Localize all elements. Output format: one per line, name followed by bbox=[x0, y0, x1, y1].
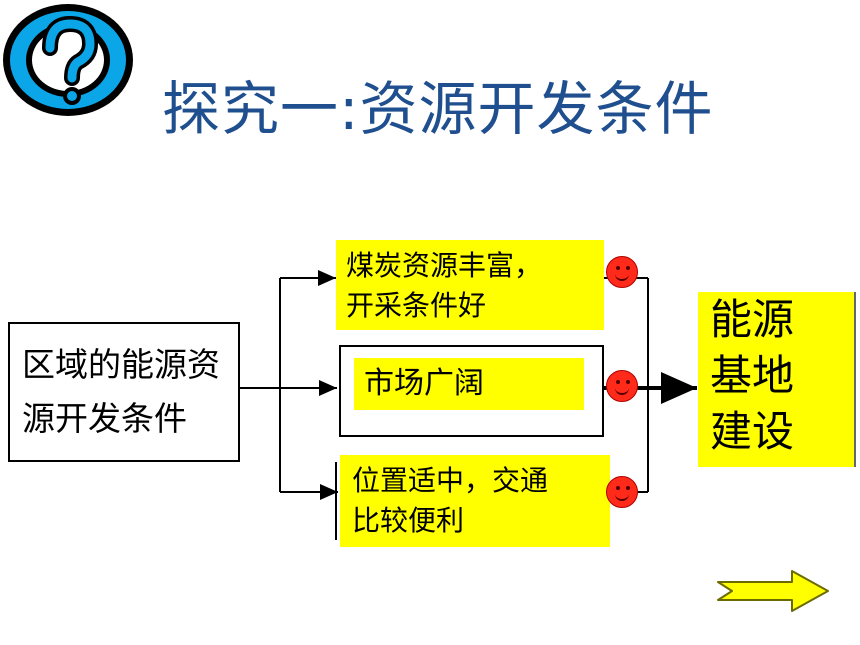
target-line-1: 能源 bbox=[710, 295, 795, 344]
condition-3-line-2: 比较便利 bbox=[352, 504, 465, 537]
condition-box-2: 市场广阔 bbox=[354, 358, 584, 410]
condition-1-line-1: 煤炭资源丰富， bbox=[346, 249, 543, 282]
question-icon bbox=[3, 4, 133, 116]
target-box: 能源 基地 建设 bbox=[698, 292, 856, 467]
source-line-2: 源开发条件 bbox=[22, 399, 187, 438]
source-box: 区域的能源资 源开发条件 bbox=[8, 322, 240, 462]
condition-box-1: 煤炭资源丰富， 开采条件好 bbox=[336, 240, 604, 330]
condition-1-line-2: 开采条件好 bbox=[346, 289, 487, 322]
page-title: 探究一:资源开发条件 bbox=[162, 75, 714, 143]
next-arrow-icon[interactable] bbox=[716, 568, 832, 614]
target-line-3: 建设 bbox=[710, 407, 795, 456]
smiley-icon bbox=[606, 256, 638, 288]
target-line-2: 基地 bbox=[710, 351, 795, 400]
smiley-icon bbox=[606, 476, 638, 508]
condition-3-line-1: 位置适中，交通 bbox=[352, 464, 549, 497]
smiley-icon bbox=[606, 370, 638, 402]
condition-2-line-1: 市场广阔 bbox=[364, 366, 484, 401]
source-line-1: 区域的能源资 bbox=[22, 345, 220, 384]
condition-box-3: 位置适中，交通 比较便利 bbox=[340, 455, 610, 547]
